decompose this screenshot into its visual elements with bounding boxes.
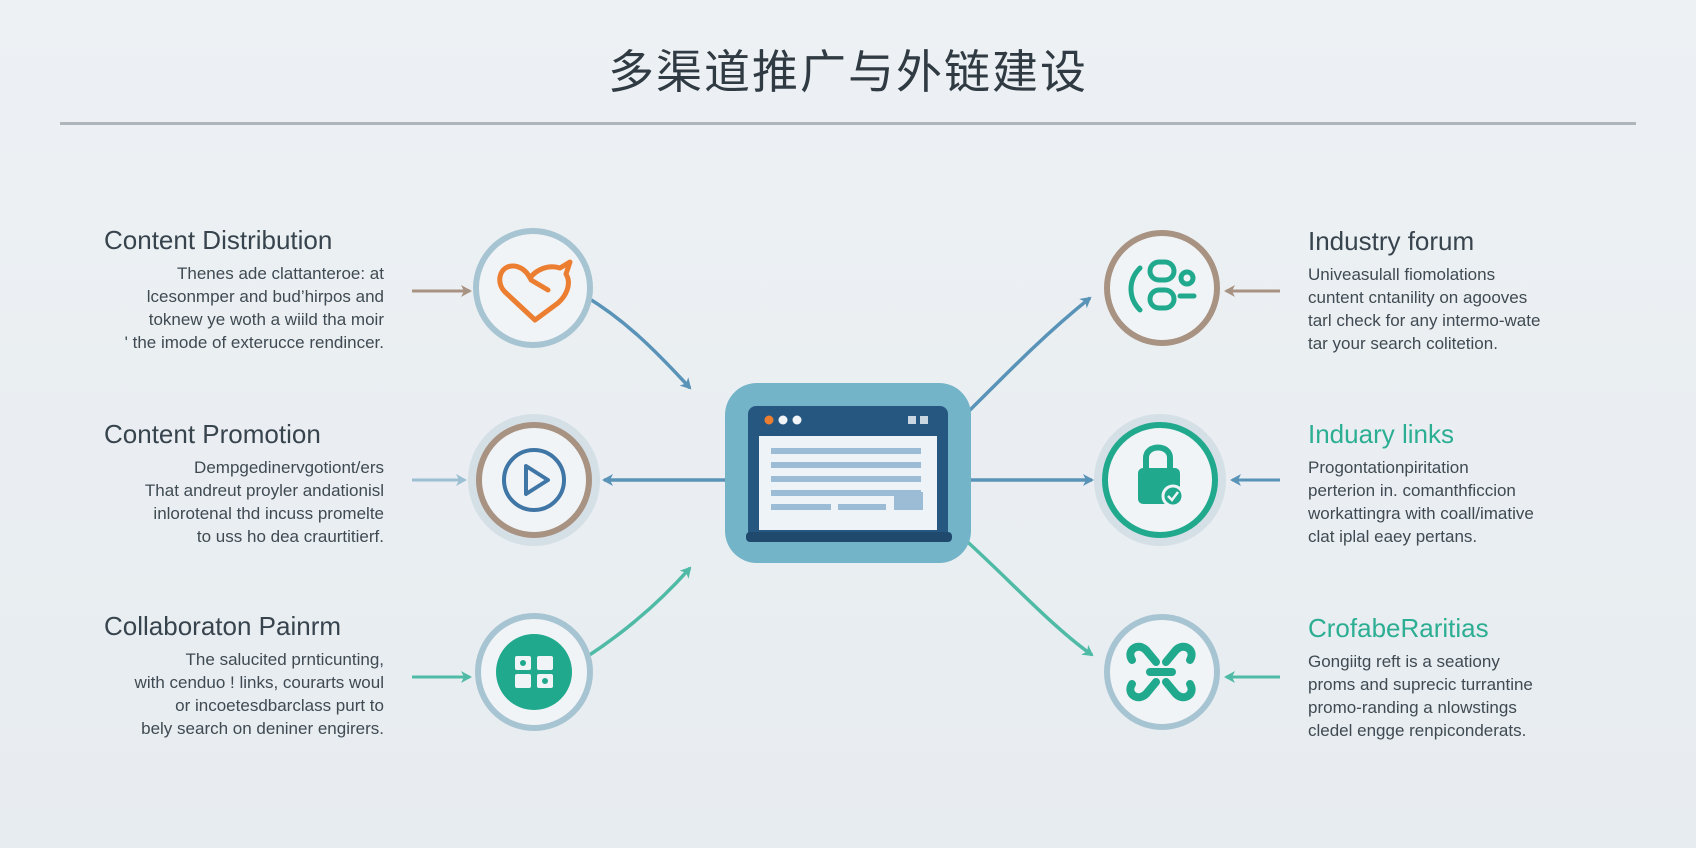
desc-line: inlorotenal thd incuss promelte	[153, 504, 384, 523]
desc-line: The salucited prnticunting,	[185, 650, 384, 669]
heading-industry-forum: Industry forum	[1308, 226, 1475, 256]
node-collaboration-platform	[475, 613, 593, 731]
connector-center-crofabe	[958, 533, 1094, 657]
page-title: 多渠道推广与外链建设	[608, 45, 1088, 99]
desc-line: Univeasulall fiomolations	[1308, 265, 1496, 284]
connector-collaboration-center	[584, 566, 692, 660]
node-crofabe	[1104, 614, 1220, 730]
node-content-promotion	[468, 414, 600, 546]
heading-content-promotion: Content Promotion	[104, 419, 321, 449]
desc-line: That andreut proyler andationisl	[144, 481, 384, 500]
play-button-icon	[502, 448, 566, 512]
desc-line: with cenduo ! links, courarts woul	[134, 673, 384, 692]
node-industry-links	[1094, 414, 1226, 546]
desc-line: Dempgedinervgotiont/ers	[194, 458, 384, 477]
desc-line: promo-randing a nlowstings	[1308, 698, 1517, 717]
heading-industry-links: Induary links	[1308, 419, 1454, 449]
heading-content-distribution: Content Distribution	[104, 225, 333, 255]
desc-line: Gongiitg reft is a seationy	[1308, 652, 1500, 671]
desc-line: perterion in. comanthficcion	[1308, 481, 1516, 500]
desc-line: Thenes ade clattanteroe: at	[177, 264, 384, 283]
connector-distribution-center	[584, 294, 692, 390]
desc-line: clat iplal eaey pertans.	[1308, 527, 1478, 546]
desc-line: or incoetesdbarclass purt to	[175, 696, 384, 715]
chat-people-icon	[1128, 259, 1197, 313]
padlock-icon	[1138, 444, 1185, 508]
right-text-block-forum: Industry forum Univeasulall fiomolations…	[1308, 225, 1588, 355]
browser-window-icon	[759, 415, 937, 530]
desc-line: tar your search colitetion.	[1308, 334, 1498, 353]
title-divider	[60, 122, 1636, 125]
desc-line: workattingra with coall/imative	[1308, 504, 1534, 523]
heart-tag-icon	[497, 259, 573, 323]
desc-line: toknew ye woth a wiild tha moir	[148, 310, 384, 329]
desc-line: tarl check for any intermo-wate	[1308, 311, 1541, 330]
right-text-block-links: Induary links Progontationpiritation per…	[1308, 418, 1588, 548]
desc-line: cledel engge renpiconderats.	[1308, 721, 1527, 740]
left-text-block-promotion: Content Promotion Dempgedinervgotiont/er…	[104, 418, 384, 548]
right-text-block-crofabe: CrofabeRaritias Gongiitg reft is a seati…	[1308, 612, 1588, 742]
desc-line: proms and suprecic turrantine	[1308, 675, 1533, 694]
desc-line: Progontationpiritation	[1308, 458, 1469, 477]
desc-line: ' the imode of exterucce rendincer.	[124, 333, 384, 352]
desc-line: cuntent cntanility on agooves	[1308, 288, 1528, 307]
left-text-block-collaboration: Collaboraton Painrm The salucited prntic…	[104, 610, 384, 740]
desc-line: bely search on deniner engirers.	[141, 719, 384, 738]
chain-link-icon	[1126, 642, 1196, 702]
collaboration-grid-icon	[496, 634, 572, 710]
desc-line: to uss ho dea craurtitierf.	[196, 527, 384, 546]
heading-collaboration-platform: Collaboraton Painrm	[104, 611, 342, 641]
heading-crofabe: CrofabeRaritias	[1308, 613, 1489, 643]
connector-center-forum	[958, 296, 1092, 422]
left-text-block-distribution: Content Distribution Thenes ade clattant…	[104, 224, 384, 354]
center-node	[725, 383, 971, 563]
node-content-distribution	[473, 228, 593, 348]
desc-line: lcesonmper and bud’hirpos and	[146, 287, 384, 306]
node-industry-forum	[1104, 230, 1220, 346]
